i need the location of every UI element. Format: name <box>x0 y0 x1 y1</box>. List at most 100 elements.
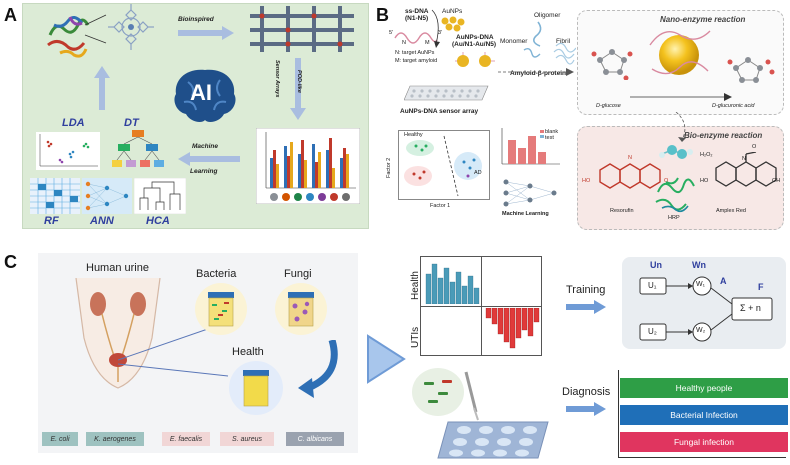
d-glucuronic-label: D-glucuronic acid <box>712 103 755 109</box>
a-label: A <box>720 276 727 286</box>
aunps-label: AuNPs <box>442 8 463 15</box>
n1-n5-label: (N1-N5) <box>405 15 429 22</box>
h2o2-molecule <box>659 145 693 159</box>
ml-network-icon <box>503 179 557 207</box>
u2-label: U₂ <box>648 327 657 336</box>
ml-label-b: Machine Learning <box>502 211 549 217</box>
ss-dna-label: ss-DNA <box>405 8 429 15</box>
resorufin-ho-label: HO <box>582 178 591 184</box>
w1-label: W₁ <box>696 281 705 288</box>
fungi-cup-icon <box>275 283 327 335</box>
amplex-ho-label: HO <box>700 178 709 184</box>
blank-legend-label: blank <box>545 129 559 135</box>
amplex-oh-label: OH <box>772 178 781 184</box>
n-target-label: N: target AuNPs <box>395 50 435 56</box>
lab-plate-illustration <box>412 368 549 459</box>
learning-label: Learning <box>190 168 218 175</box>
amplex-red-structure <box>715 152 777 187</box>
sensor-array-plate <box>404 85 489 101</box>
rf-heatmap <box>30 178 80 214</box>
response-bar-chart <box>501 128 560 165</box>
amplex-red-label: Amplex Red <box>716 208 746 214</box>
d-glucuronic-molecule <box>727 57 775 83</box>
species-tag-c-albicans: C. albicans <box>286 432 344 446</box>
species-tag-e-faecalis: E. faecalis <box>162 432 210 446</box>
hrp-label: HRP <box>668 215 680 221</box>
n-letter-label: N <box>402 40 406 46</box>
protein-structure-icon <box>47 14 107 58</box>
dashed-arrow-to-nano <box>498 68 574 76</box>
diagnosis-x-axis <box>618 457 786 458</box>
sensor-array-label: AuNPs-DNA sensor array <box>400 108 479 115</box>
branch-arrows <box>431 9 440 48</box>
diagnosis-y-axis <box>618 370 619 458</box>
neuron-model-diagram <box>639 276 773 342</box>
ai-brain-icon <box>174 69 236 122</box>
resorufin-structure <box>599 163 661 189</box>
dna-strand-icon <box>394 32 438 44</box>
d-glucose-label: D-glucose <box>596 103 621 109</box>
pod-down-arrow <box>290 58 306 120</box>
amyloid-structures-icon <box>523 21 576 65</box>
dt-label: DT <box>124 117 139 129</box>
resorufin-label: Resorufin <box>610 208 634 214</box>
five-prime-label: 5' <box>389 30 394 36</box>
hca-dendrogram <box>134 178 186 214</box>
amplex-o-label: O <box>752 144 757 150</box>
panel-b-letter: B <box>376 5 389 25</box>
lda-label: LDA <box>62 117 85 129</box>
rf-label: RF <box>44 215 59 227</box>
utis-histogram <box>485 308 540 349</box>
machine-learning-arrow <box>178 152 240 166</box>
ad-scatter-label: AD <box>474 170 482 176</box>
aunps-dna-label: AuNPs-DNA <box>456 34 494 41</box>
species-tag-s-aureus: S. aureus <box>220 432 274 446</box>
lda-scatter-plot <box>36 132 100 170</box>
hca-label: HCA <box>146 215 170 227</box>
machine-label: Machine <box>192 143 219 150</box>
up-arrow <box>94 66 110 110</box>
nano-enzyme-title: Nano-enzyme reaction <box>660 15 746 24</box>
m-target-label: M: target amyloid <box>395 58 438 64</box>
monomer-label: Monomer <box>500 38 528 45</box>
aunps-dna-icon <box>455 52 495 67</box>
aunps-cluster-icon <box>441 16 465 32</box>
resorufin-n-label: N <box>628 155 632 161</box>
fungi-title: Fungi <box>284 268 312 280</box>
wn-label: Wn <box>692 260 706 270</box>
diag-bar-fungal: Fungal infection <box>620 432 788 452</box>
decision-tree-diagram <box>112 130 164 167</box>
w2-label: W₂ <box>696 327 706 334</box>
factor2-label: Factor 2 <box>386 157 392 178</box>
curved-arrow-icon <box>298 340 338 398</box>
training-label: Training <box>566 284 606 296</box>
healthy-scatter-label: Healthy <box>404 132 423 138</box>
diag-bar-healthy: Healthy people <box>620 378 788 398</box>
species-tag-e-coli: E. coli <box>42 432 78 446</box>
species-tag-k-aerogenes: K. aerogenes <box>86 432 144 446</box>
heat-utis-label: UTIs <box>410 326 421 348</box>
amyloid-label: Amyloid-β-protein <box>510 70 566 77</box>
f-label: F <box>758 282 764 292</box>
un-label: Un <box>650 260 662 270</box>
oligomer-label: Oligomer <box>534 12 561 19</box>
diag-bar-bacterial: Bacterial Infection <box>620 405 788 425</box>
panel-a-letter: A <box>4 5 17 25</box>
ann-network <box>82 178 132 214</box>
hrp-enzyme-icon <box>655 177 695 213</box>
m-letter-label: M <box>425 40 430 46</box>
health-histogram <box>425 263 480 304</box>
bio-enzyme-box <box>577 126 784 230</box>
urinary-tract-illustration <box>75 278 161 389</box>
d-glucose-molecule <box>591 49 633 80</box>
factor-scatter-plot <box>404 135 482 197</box>
pod-like-label: POD-like <box>296 70 302 93</box>
sensor-bar-chart <box>256 128 360 204</box>
bacteria-cup-icon <box>195 283 247 335</box>
diagnosis-label: Diagnosis <box>562 386 611 398</box>
porphyrin-icon <box>108 4 154 50</box>
bioinspired-label: Bioinspired <box>178 16 214 23</box>
bioinspired-arrow <box>178 26 234 40</box>
heat-health-label: Health <box>410 271 421 300</box>
ann-label: ANN <box>90 215 114 227</box>
